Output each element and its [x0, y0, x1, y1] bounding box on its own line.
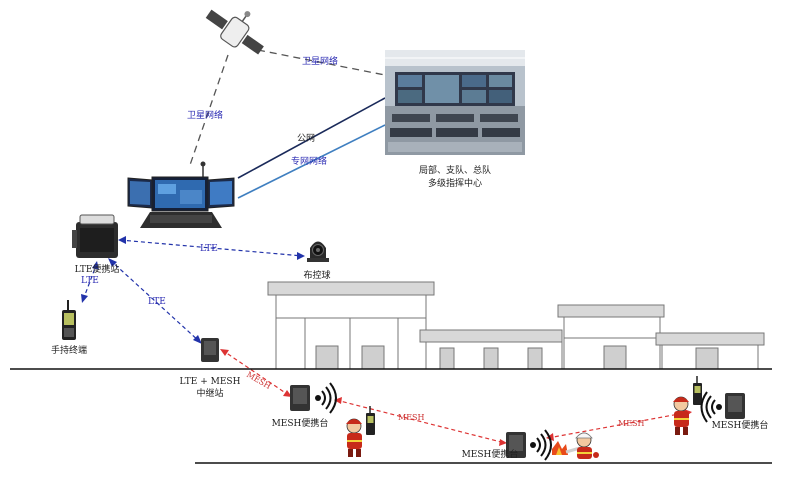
- signal-waves-left-icon: [315, 382, 337, 414]
- firefighter-left-icon: [346, 406, 375, 457]
- satellite-link-label-top: 卫星网络: [302, 55, 338, 67]
- ptz-camera-icon: [307, 241, 329, 262]
- mesh-right-label-node: MESH便携台: [712, 419, 769, 431]
- mesh-left-label-node: MESH便携台: [272, 417, 329, 429]
- ptz-camera-label: 布控球: [303, 269, 330, 281]
- satellite-to-terminal-link: [189, 54, 229, 166]
- signal-waves-center-icon: [530, 429, 552, 461]
- command-center-label-line1: 局部、支队、总队: [419, 164, 491, 176]
- lte-station-to-relay-link: [109, 259, 201, 343]
- relay-station-icon: [201, 338, 219, 362]
- satellite-links: [189, 49, 386, 166]
- private-net-label: 专网网络: [291, 155, 327, 167]
- command-center-label-line2: 多级指挥中心: [428, 177, 482, 189]
- mesh-left-to-center-link: [335, 399, 506, 444]
- private-net-link: [237, 124, 386, 199]
- lte-diagonal-label: LTE: [148, 297, 166, 307]
- mesh-right-label: MESH: [618, 419, 645, 428]
- satellite-icon: [205, 9, 264, 55]
- mesh-center-label: MESH: [398, 413, 425, 422]
- lte-horizontal-label: LTE: [200, 244, 218, 254]
- mesh-center-label-node: MESH便携台: [462, 448, 519, 460]
- lte-station-icon: [72, 214, 118, 258]
- mesh-left-label: MESH: [245, 370, 272, 391]
- public-net-label: 公网: [297, 133, 315, 144]
- handheld-terminal-icon: [62, 300, 76, 340]
- signal-waves-right-icon: [700, 391, 722, 423]
- firefighter-hose-icon: [552, 432, 599, 459]
- public-net-link: [237, 97, 386, 179]
- mesh-right-to-center-link: [547, 411, 691, 439]
- mesh-portable-left-icon: [290, 385, 310, 411]
- lte-station-to-camera-link: [119, 239, 304, 257]
- mesh-portable-right-icon: [725, 393, 745, 419]
- mesh-portable-center-icon: [506, 432, 526, 458]
- satellite-to-center-link: [257, 49, 386, 76]
- lte-station-label: LTE便携站: [75, 263, 120, 275]
- relay-label-line1: LTE + MESH: [180, 377, 241, 387]
- lte-down-label: LTE: [81, 276, 99, 286]
- relay-label-line2: 中继站: [196, 387, 223, 399]
- handheld-label: 手持终端: [51, 344, 87, 356]
- building-illustration: [267, 281, 765, 370]
- lte-links: [81, 236, 305, 344]
- command-terminal-icon: [127, 161, 235, 228]
- firefighter-right-icon: [673, 376, 702, 435]
- command-center-image: [385, 50, 525, 155]
- satellite-link-label-left: 卫星网络: [187, 109, 223, 121]
